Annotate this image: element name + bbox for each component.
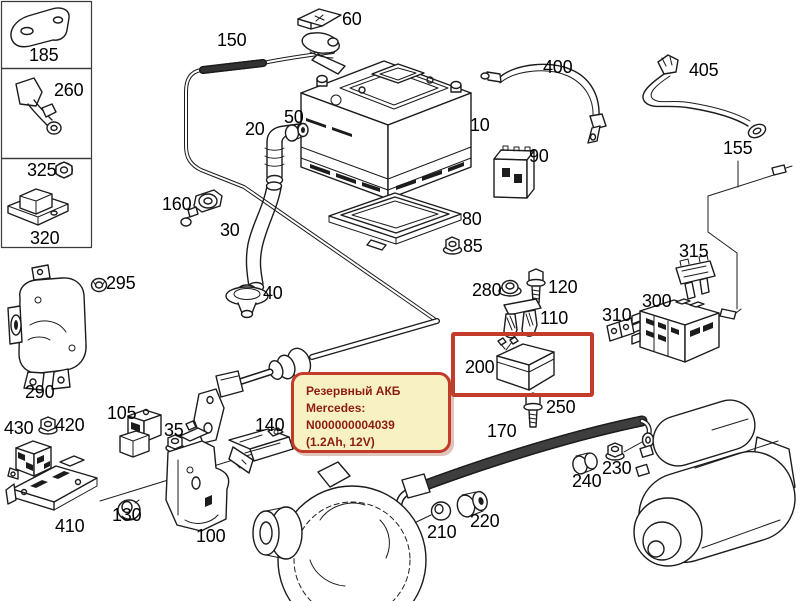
part-label-320: 320 [30,228,60,248]
part-label-150: 150 [217,30,247,50]
part-label-295: 295 [106,273,136,293]
part-label-430: 430 [4,418,34,438]
part-label-400: 400 [543,57,573,77]
highlight-box [451,332,594,397]
part-label-280: 280 [472,280,502,300]
part-label-250: 250 [546,397,576,417]
tray-80-drawing [328,192,462,251]
part-label-185: 185 [29,45,59,65]
conduit-170-drawing [390,415,655,542]
part-label-105: 105 [107,403,137,423]
part-label-155: 155 [723,138,753,158]
callout-line-4: (1.2Ah, 12V) [306,435,375,450]
part-label-420: 420 [55,415,85,435]
fuse-315-drawing [675,254,716,300]
part-label-90: 90 [529,146,549,166]
hose-30-drawing [245,181,283,293]
bracket-100-drawing [165,420,230,532]
part-label-240: 240 [572,471,602,491]
part-label-405: 405 [689,60,719,80]
bolt-120-drawing [526,268,546,304]
part-label-10: 10 [470,115,490,135]
part-label-50: 50 [284,107,304,127]
cable-405-drawing [642,54,767,139]
cover-60-drawing [297,8,342,30]
part-label-40: 40 [263,283,283,303]
module-290-drawing [7,264,87,391]
part-label-140: 140 [255,415,285,435]
part-label-20: 20 [245,119,265,139]
part-label-310: 310 [602,305,632,325]
part-label-315: 315 [679,241,709,261]
bolt-250-drawing [523,392,543,428]
part-label-85: 85 [463,236,483,256]
nut-420-drawing [38,416,58,435]
relay-90-drawing [493,145,535,199]
part-label-220: 220 [470,511,500,531]
alternator-drawing [252,461,431,601]
plates-310-drawing [606,317,635,342]
part-label-30: 30 [220,220,240,240]
bracket-140-drawing [228,427,294,474]
aux-battery-200-drawing [496,336,555,391]
part-label-35: 35 [164,420,184,440]
nut-85-drawing [442,236,463,255]
sidebar-frames [0,0,93,249]
part-label-290: 290 [25,382,55,402]
holder-105-drawing [119,408,162,458]
part-label-110: 110 [540,308,569,328]
nut-280-drawing [498,279,522,297]
cable-150-drawing [184,32,440,444]
part-label-325: 325 [27,160,57,180]
nut-230-drawing [605,442,625,461]
bracket-410-drawing [5,455,98,511]
part-label-230: 230 [602,458,632,478]
part-label-200: 200 [465,357,495,377]
block-320-drawing [7,188,69,226]
callout-line-2: Mercedes: [306,401,366,416]
part-label-120: 120 [548,277,578,297]
part-label-60: 60 [342,9,362,29]
nut-325-drawing [55,161,73,179]
part-label-170: 170 [487,421,517,441]
grommet-220-drawing [456,490,488,518]
sensor-260-drawing [15,77,62,135]
part-label-160: 160 [162,194,192,214]
clamp-160-drawing [180,189,223,227]
part-label-300: 300 [642,291,672,311]
part-label-260: 260 [54,80,84,100]
part-label-100: 100 [196,526,226,546]
cable-400-drawing [480,63,607,144]
callout-line-1: Резервный АКБ [306,384,401,398]
battery-10-drawing [300,60,472,200]
bracket-185-drawing [10,7,70,48]
ring-295-drawing [90,277,108,293]
starter-drawing [633,399,796,567]
grommet-50-drawing [284,122,309,142]
part-label-80: 80 [462,209,482,229]
callout-line-3: N000000004039 [306,418,395,433]
washer-210-drawing [430,501,452,521]
callout-box: Резервный АКБ Mercedes: N000000004039 (1… [291,372,451,453]
relay-430-drawing [7,440,52,480]
grommet-40-drawing [225,284,269,319]
part-label-130: 130 [112,505,142,525]
clamp-110-drawing [503,298,542,339]
part-label-210: 210 [427,522,457,542]
grommet-240-drawing [572,452,598,475]
grommet-130-drawing [117,499,141,521]
part-label-410: 410 [55,516,85,536]
fuse-holder-300-drawing [629,298,720,363]
line-155-drawing [707,160,793,320]
